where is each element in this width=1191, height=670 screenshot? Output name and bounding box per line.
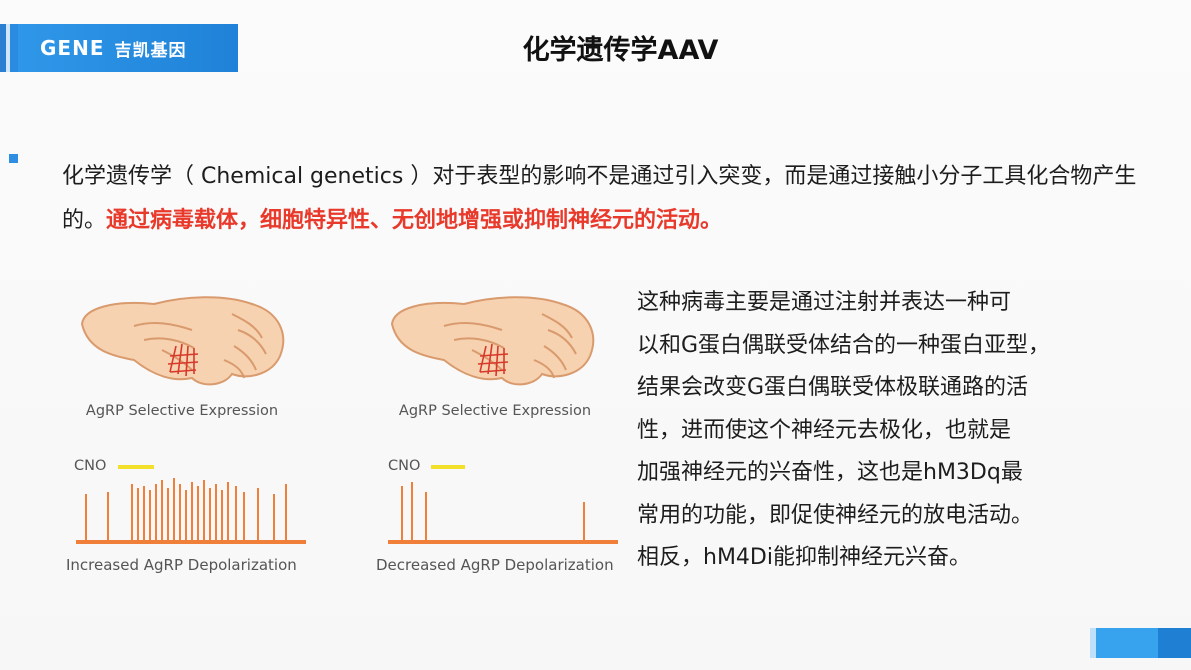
- logo-brand-en: GENE: [40, 36, 105, 60]
- intro-highlight: 通过病毒载体，细胞特异性、无创地增强或抑制神经元的活动。: [106, 208, 723, 233]
- spike-trace-increased: [76, 478, 306, 544]
- mouse-brain-icon: [80, 296, 285, 386]
- spike-trace-decreased: [388, 482, 618, 544]
- intro-text: 化学遗传学（ Chemical genetics ）对于表型的影响不是通过引入突…: [62, 164, 1137, 233]
- mouse-brain-icon: [390, 296, 595, 386]
- slide-title: 化学遗传学AAV: [522, 35, 719, 66]
- expression-label: AgRP Selective Expression: [398, 403, 592, 419]
- logo-stripe: [10, 24, 18, 72]
- cno-indicator-bar: [431, 465, 465, 469]
- spike-group: [401, 482, 585, 542]
- corner-block: [1158, 628, 1191, 658]
- description-line: 这种病毒主要是通过注射并表达一种可: [637, 290, 1012, 315]
- cno-label: CNO: [388, 458, 421, 474]
- cno-label: CNO: [74, 458, 107, 474]
- description-paragraph: 这种病毒主要是通过注射并表达一种可 以和G蛋白偶联受体结合的一种蛋白亚型， 结果…: [637, 282, 1157, 580]
- bullet-square-icon: [9, 154, 18, 163]
- cno-indicator-bar: [118, 465, 154, 469]
- intro-paragraph: 化学遗传学（ Chemical genetics ）对于表型的影响不是通过引入突…: [62, 155, 1152, 243]
- corner-block: [1090, 628, 1096, 658]
- company-logo: GENE 吉凯基因: [0, 24, 238, 72]
- figure-decreased: AgRP Selective Expression CNO Decreased …: [372, 290, 622, 590]
- logo-stripe: [0, 24, 6, 72]
- description-line: 相反，hM4Di能抑制神经元兴奋。: [637, 545, 971, 570]
- description-line: 性，进而使这个神经元去极化，也就是: [637, 417, 1012, 443]
- description-line: 以和G蛋白偶联受体结合的一种蛋白亚型，: [637, 332, 1051, 358]
- logo-stripe: [6, 24, 10, 72]
- depolarization-label: Increased AgRP Depolarization: [66, 556, 297, 574]
- depolarization-label: Decreased AgRP Depolarization: [376, 556, 614, 574]
- logo-brand: GENE 吉凯基因: [18, 24, 238, 72]
- expression-label: AgRP Selective Expression: [85, 403, 279, 419]
- logo-brand-zh: 吉凯基因: [114, 40, 187, 61]
- corner-block: [1096, 628, 1158, 658]
- description-line: 加强神经元的兴奋性，这也是hM3Dq最: [637, 460, 1023, 485]
- spike-group: [85, 478, 287, 542]
- corner-decoration: [1090, 628, 1191, 658]
- description-line: 常用的功能，即促使神经元的放电活动。: [637, 502, 1034, 528]
- description-line: 结果会改变G蛋白偶联受体极联通路的活: [637, 375, 1029, 400]
- figure-increased: AgRP Selective Expression CNO: [62, 290, 312, 590]
